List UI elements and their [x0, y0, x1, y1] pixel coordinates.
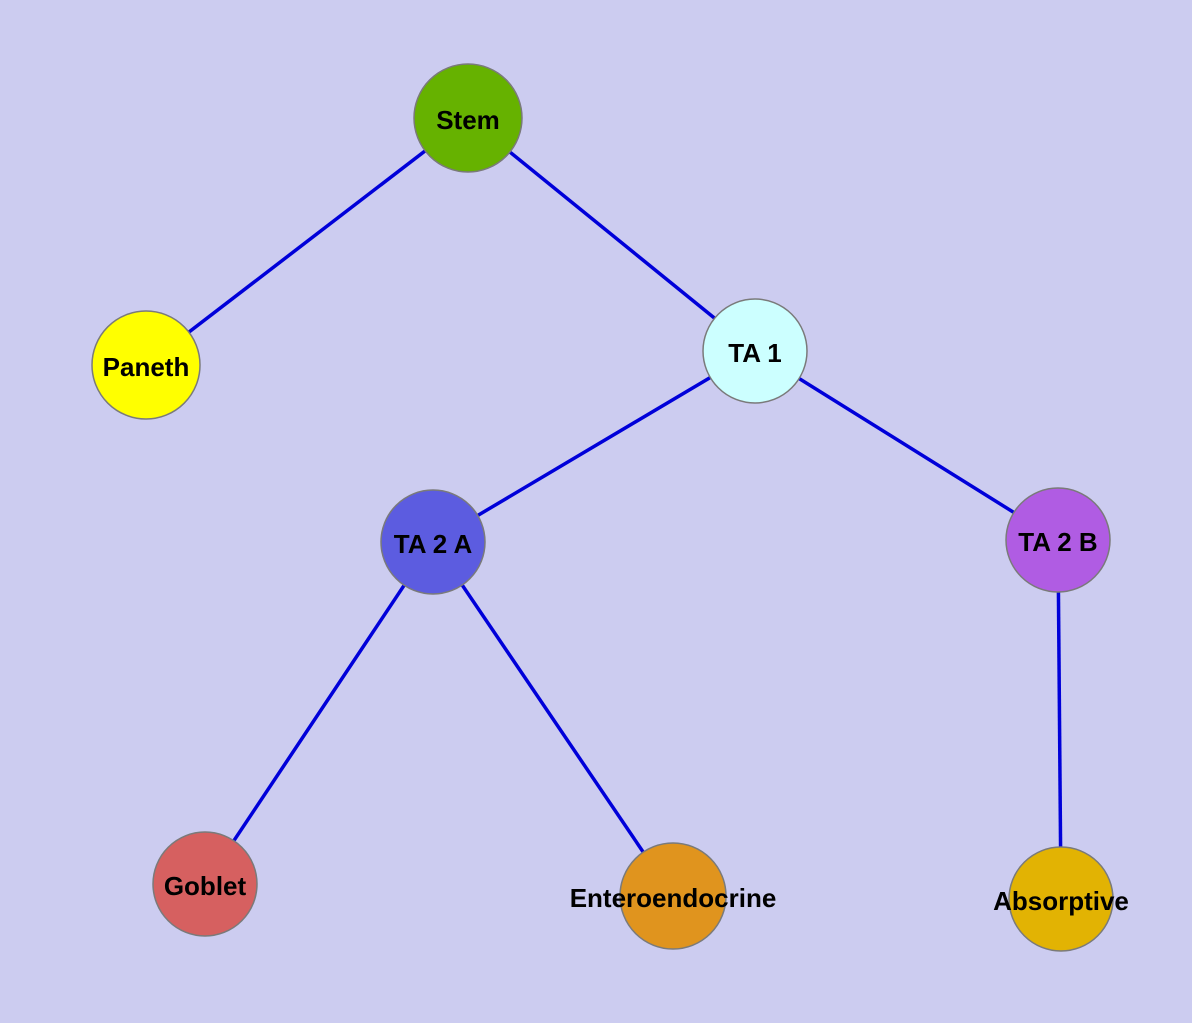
edge-ta2b-absorptive	[1056, 539, 1063, 900]
node-absorptive[interactable]	[1008, 846, 1114, 952]
node-ta2a[interactable]	[380, 489, 486, 595]
edge-stem-paneth	[144, 116, 470, 367]
node-stem[interactable]	[413, 63, 523, 173]
node-ta2b[interactable]	[1005, 487, 1111, 593]
edge-ta1-ta2a	[432, 349, 756, 544]
node-goblet[interactable]	[152, 831, 258, 937]
edge-ta2a-enteroendocrine	[431, 541, 675, 897]
node-ta1[interactable]	[702, 298, 808, 404]
edge-stem-ta1	[466, 116, 757, 353]
edge-ta1-ta2b	[754, 349, 1059, 542]
edge-ta2a-goblet	[203, 541, 435, 885]
node-paneth[interactable]	[91, 310, 201, 420]
node-enteroendocrine[interactable]	[619, 842, 727, 950]
